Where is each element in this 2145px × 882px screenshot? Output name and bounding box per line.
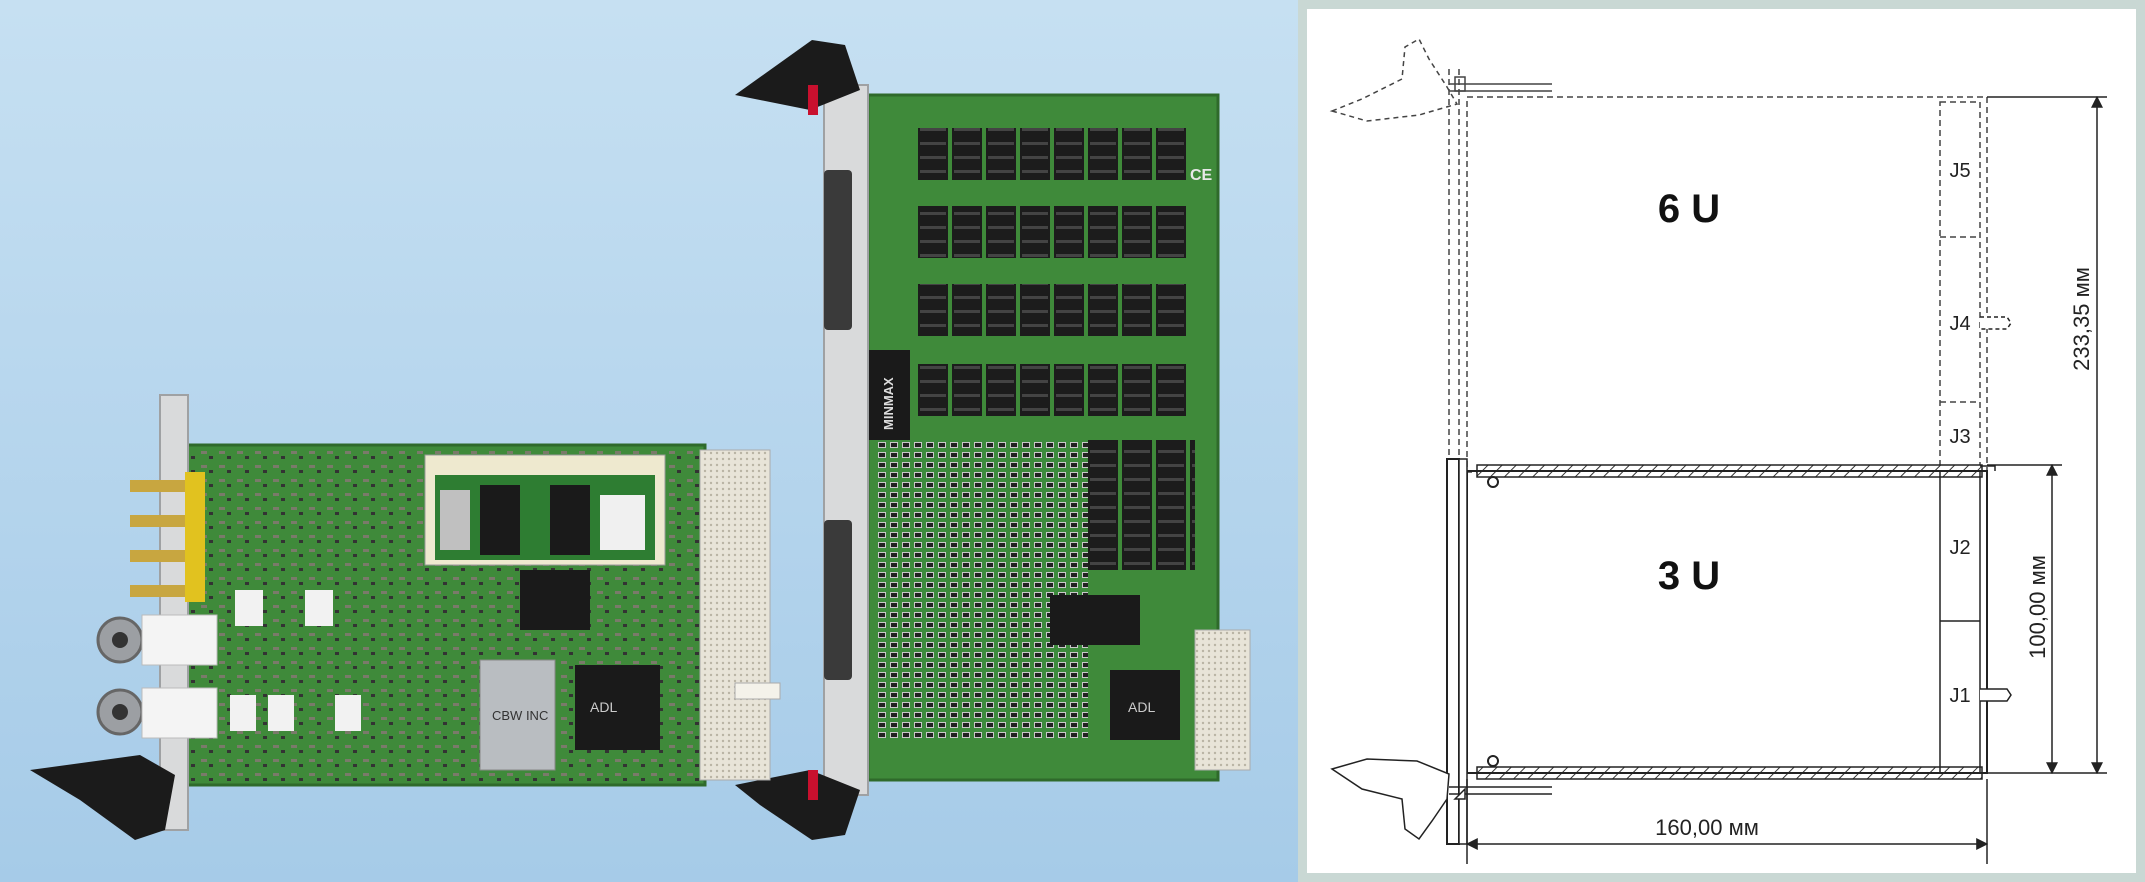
connector-label-j3: J3 (1949, 426, 1970, 448)
drawing-svg: 6 U 3 U J5 J4 J3 J2 J1 233,35 мм 100,00 … (1329, 37, 2107, 864)
module-brand: MINMAX (881, 377, 896, 430)
ic-chip (1050, 595, 1140, 645)
label-3u: 3 U (1658, 554, 1720, 598)
rear-connector (699, 449, 771, 781)
bnc-connectors (96, 614, 218, 739)
dimension-label-160: 160,00 мм (1655, 815, 1759, 840)
6u-outline (1448, 69, 1988, 475)
connector-label-j2: J2 (1949, 537, 1970, 559)
component-area (878, 440, 1088, 740)
3u-handle-bottom (1330, 758, 1552, 841)
dimension-100 (1987, 463, 2062, 775)
sma-connectors (130, 472, 205, 602)
3u-outline (1446, 316, 2012, 845)
rear-connector (1194, 629, 1251, 771)
ic-chip (1110, 670, 1180, 740)
dimension-233 (1987, 95, 2107, 775)
power-module (868, 350, 910, 440)
chip-bank (915, 284, 1187, 336)
scsi-connector-bottom (824, 520, 852, 680)
chip-bank (1085, 440, 1195, 570)
ic-chip (575, 665, 660, 750)
ejector-handle-bottom (735, 770, 860, 840)
3u-card: CBW INC ADL (30, 394, 781, 840)
3u-faceplate (159, 394, 189, 831)
6u-handle-top (1329, 37, 1552, 122)
ic-chip (479, 659, 556, 771)
dimension-label-233: 233,35 мм (2069, 267, 2094, 371)
6u-card: ADL MINMAX CE (735, 40, 1251, 840)
dimension-label-100: 100,00 мм (2025, 555, 2050, 659)
ce-mark: CE (1190, 167, 1213, 184)
label-6u: 6 U (1658, 187, 1720, 231)
ejector-handle (30, 755, 175, 840)
chip-label: CBW INC (492, 708, 548, 723)
product-photo: ADL MINMAX CE (0, 0, 1298, 882)
connector-label-j1: J1 (1949, 685, 1970, 707)
ejector-handle-top (735, 40, 860, 110)
dimension-drawing: 6 U 3 U J5 J4 J3 J2 J1 233,35 мм 100,00 … (1307, 9, 2136, 873)
connector-label-j5: J5 (1949, 160, 1970, 182)
chip-bank (915, 128, 1187, 180)
dimension-160 (1465, 779, 1989, 864)
chip-bank (915, 206, 1187, 258)
scsi-connector-top (824, 170, 852, 330)
photo-svg: ADL MINMAX CE (0, 0, 1298, 882)
chip-label: ADL (590, 699, 617, 715)
chip-label: ADL (1128, 699, 1155, 715)
chip-bank (915, 364, 1187, 416)
dimension-drawing-frame: 6 U 3 U J5 J4 J3 J2 J1 233,35 мм 100,00 … (1298, 0, 2145, 882)
connector-label-j4: J4 (1949, 313, 1970, 335)
